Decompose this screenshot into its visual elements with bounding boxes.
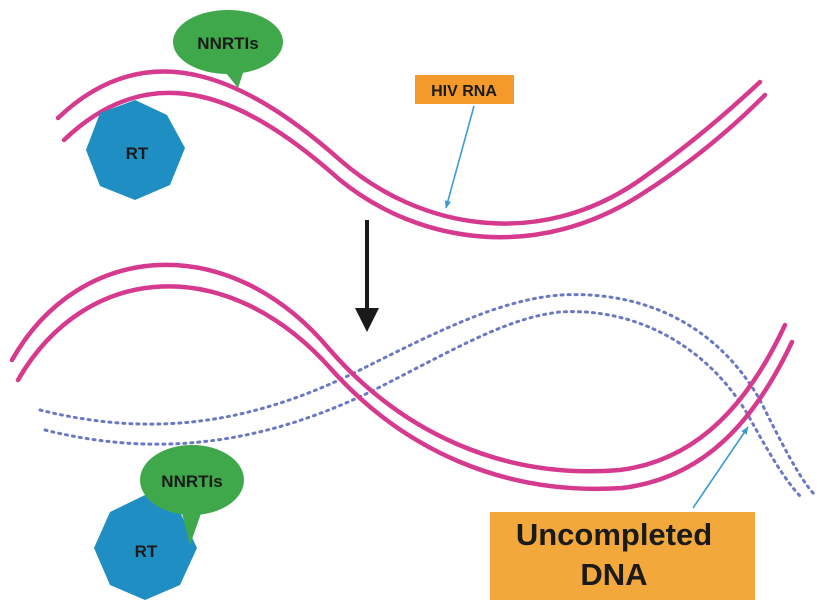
top-rt-enzyme: RT — [86, 100, 185, 200]
uncompleted-dna-pointer — [692, 426, 749, 509]
hiv-rna-pointer — [444, 105, 475, 209]
top-nnrti-label: NNRTIs — [197, 34, 258, 53]
top-panel: RT NNRTIs HIV RNA — [55, 10, 768, 240]
bottom-rt-enzyme: RT — [94, 495, 197, 600]
bottom-rt-label: RT — [135, 542, 158, 561]
bottom-nnrti-label: NNRTIs — [161, 472, 222, 491]
bottom-panel: RT NNRTIs Uncompleted DNA — [9, 262, 817, 600]
uncompleted-dna-label-box: Uncompleted DNA — [490, 512, 755, 600]
hiv-rna-label: HIV RNA — [431, 83, 497, 100]
bottom-rna-strand — [9, 262, 795, 492]
uncompleted-dna-label-line2: DNA — [580, 557, 647, 592]
dna-dotted-strand — [38, 293, 817, 498]
bottom-nnrti-bubble: NNRTIs — [140, 445, 244, 545]
uncompleted-dna-label-line1: Uncompleted — [516, 517, 712, 552]
top-nnrti-bubble: NNRTIs — [173, 10, 283, 88]
top-rna-strand — [55, 69, 768, 240]
top-rt-label: RT — [126, 144, 149, 163]
hiv-rna-label-box: HIV RNA — [415, 75, 514, 104]
